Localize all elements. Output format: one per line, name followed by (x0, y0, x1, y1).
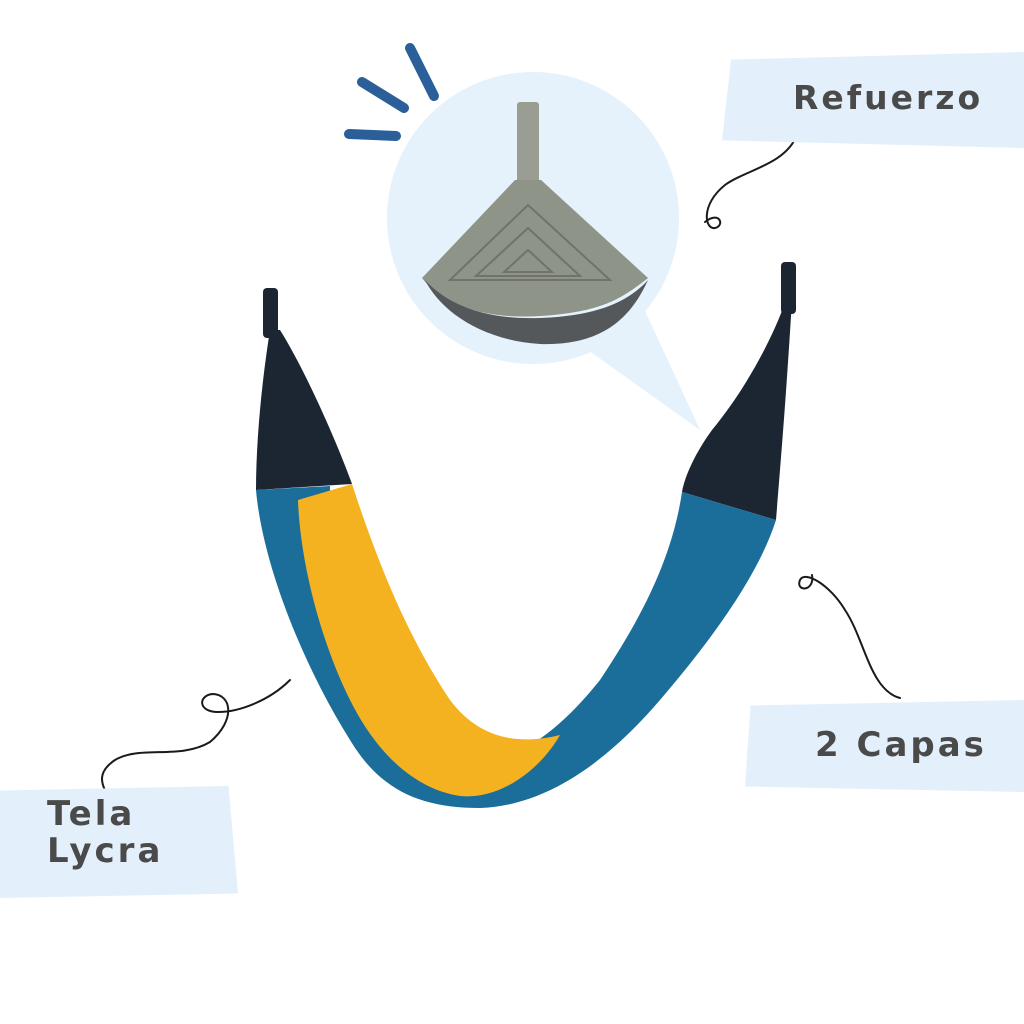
squiggle-arrow-icon (101, 679, 291, 791)
hammock-image (256, 262, 796, 808)
left-end-cap (256, 330, 352, 490)
patch-strap (517, 102, 539, 186)
squiggle-arrow-icon (704, 134, 798, 230)
layers-label-background (745, 700, 1024, 792)
left-strap (263, 288, 278, 338)
reinforcement-label: Refuerzo (793, 78, 984, 117)
fabric-label-background (0, 786, 238, 898)
patch-triangle (422, 180, 648, 317)
right-strap (781, 262, 796, 314)
patch-fabric (425, 280, 648, 345)
fabric-label-line2: Lycra (47, 831, 164, 872)
fabric-label: Tela Lycra (47, 794, 164, 872)
reinforcement-label-background (722, 52, 1024, 148)
fabric-label-line1: Tela (47, 794, 136, 834)
hammock-yellow-layer (298, 484, 560, 797)
layers-label: 2 Capas (815, 725, 987, 765)
squiggle-arrow-icon (798, 574, 901, 699)
reinforcement-patch-image (422, 102, 648, 345)
right-end-cap (682, 300, 792, 520)
emphasis-dashes-icon (344, 43, 439, 141)
